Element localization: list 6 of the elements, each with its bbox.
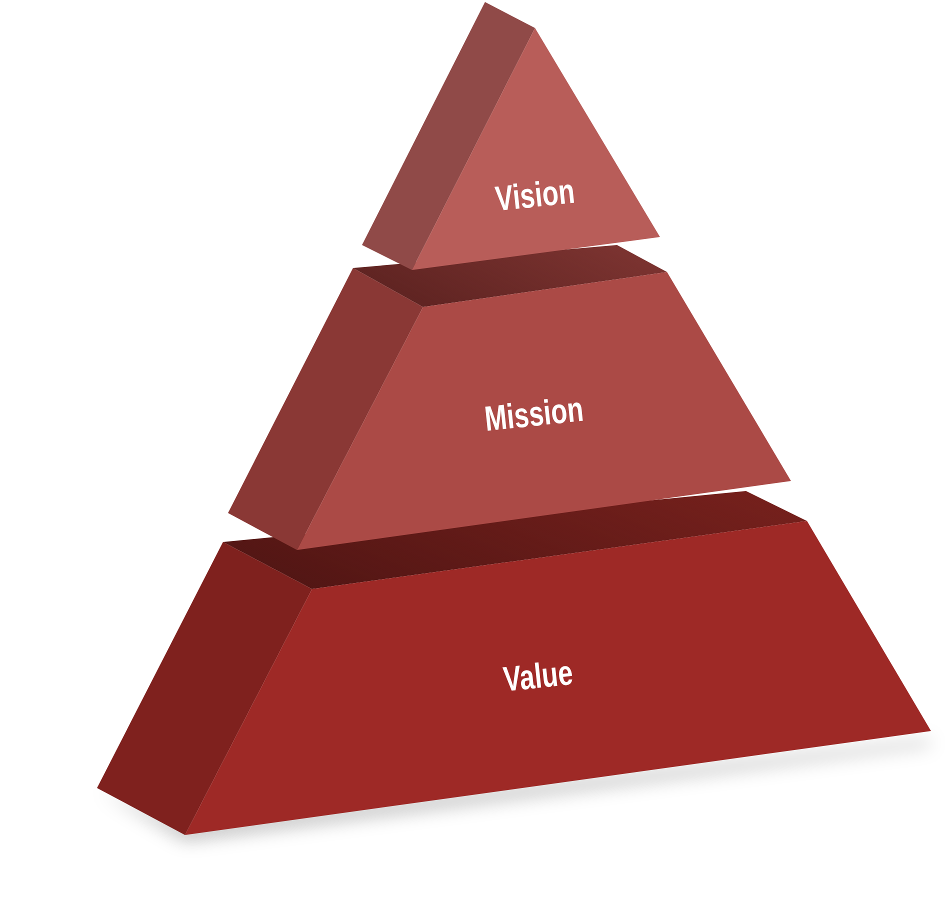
- tier-label: Value: [501, 652, 575, 700]
- pyramid-tier: [362, 2, 660, 270]
- pyramid-tier: [228, 245, 791, 550]
- tier-label: Vision: [494, 171, 576, 219]
- tier-label: Mission: [482, 389, 586, 439]
- pyramid-tier: [97, 491, 931, 835]
